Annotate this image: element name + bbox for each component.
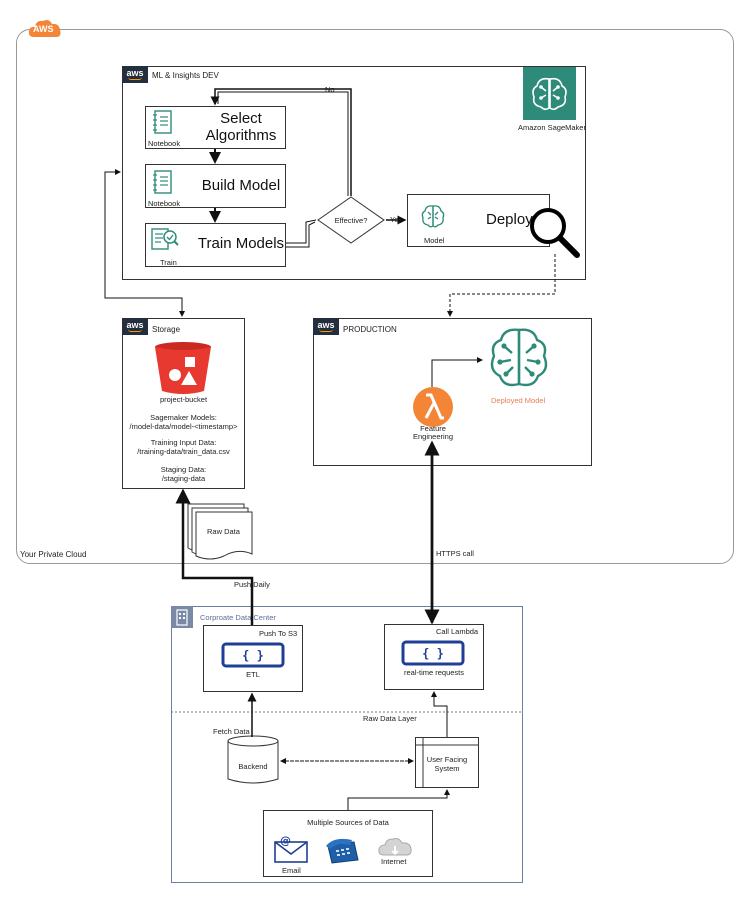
storage-line-3: /training-data/train_data.csv (137, 447, 230, 456)
sagemaker-icon (523, 67, 576, 120)
deploy-label: Deploy (486, 211, 533, 228)
user-system-line1: User Facing (426, 755, 468, 764)
internet-cloud-icon (378, 838, 412, 856)
window-frame-lines (415, 737, 479, 788)
lambda-icon (413, 387, 453, 427)
bucket-name: project-bucket (159, 395, 208, 404)
storage-line-1: /model-data/model-<timestamp> (129, 422, 238, 431)
email-icon: @ (274, 834, 308, 863)
step2-label: Build Model (201, 177, 281, 194)
notebook-icon (153, 110, 172, 134)
train-icon (151, 228, 179, 250)
step1-label-line2: Algorithms (205, 127, 277, 144)
effective-decision-diamond (317, 196, 385, 244)
svg-text:@: @ (280, 834, 291, 847)
aws-cloud-badge: AWS (28, 17, 62, 39)
storage-title: Storage (152, 325, 181, 334)
aws-logo-icon: aws (122, 318, 148, 335)
deployed-model-label: Deployed Model (491, 396, 546, 405)
raw-data-label: Raw Data (207, 527, 240, 536)
cloud-icon (28, 20, 61, 37)
raw-data-layer-label: Raw Data Layer (363, 714, 417, 723)
storage-line-5: /staging-data (161, 474, 206, 483)
etl-header: Push To S3 (259, 629, 298, 638)
step1-icon-label: Notebook (148, 139, 181, 148)
step2-icon-label: Notebook (148, 199, 181, 208)
private-cloud-frame (16, 29, 734, 564)
code-icon: { } (221, 642, 285, 668)
step1-label-line1: Select (220, 110, 262, 127)
call-lambda-label: real-time requests (403, 668, 465, 677)
user-system-line2: System (434, 764, 460, 773)
production-container (313, 318, 592, 466)
notebook-icon (153, 170, 172, 194)
storage-line-2: Training Input Data: (150, 438, 217, 447)
s3-bucket-icon (155, 342, 211, 394)
svg-text:{ }: { } (422, 647, 444, 661)
https-call-label: HTTPS call (436, 549, 474, 558)
step3-label: Train Models (197, 235, 285, 252)
aws-cloud-badge-text: AWS (33, 24, 54, 34)
call-lambda-header: Call Lambda (436, 627, 479, 636)
aws-logo-icon: aws (122, 66, 148, 83)
telephone-icon (326, 838, 359, 864)
storage-line-0: Sagemaker Models: (150, 413, 217, 422)
dev-title: ML & Insights DEV (152, 71, 219, 80)
deploy-icon-label: Model (424, 236, 445, 245)
private-cloud-label: Your Private Cloud (20, 550, 87, 559)
storage-line-4: Staging Data: (160, 465, 207, 474)
model-icon (420, 203, 446, 229)
sources-title: Multiple Sources of Data (307, 818, 389, 827)
backend-label: Backend (238, 762, 268, 771)
code-icon: { } (401, 640, 465, 666)
step3-icon-label: Train (160, 258, 177, 267)
deployed-model-brain-icon (490, 328, 548, 387)
lambda-label-line2: Engineering (412, 432, 454, 441)
etl-label: ETL (246, 670, 260, 679)
building-icon (171, 606, 193, 628)
svg-text:{ }: { } (242, 649, 264, 663)
fetch-data-label: Fetch Data (213, 727, 250, 736)
production-title: PRODUCTION (343, 325, 397, 334)
internet-label: Internet (381, 857, 407, 866)
sagemaker-label: Amazon SageMaker (518, 123, 586, 132)
magnifier-icon (530, 208, 580, 258)
decision-label: Effective? (334, 216, 368, 225)
raw-data-document-stack (187, 503, 253, 560)
aws-logo-icon: aws (313, 318, 339, 335)
lambda-label-line1: Feature (420, 424, 446, 433)
email-label: Email (282, 866, 301, 875)
datacenter-title: Corproate Data Center (200, 613, 276, 622)
backend-database-icon (227, 735, 279, 784)
